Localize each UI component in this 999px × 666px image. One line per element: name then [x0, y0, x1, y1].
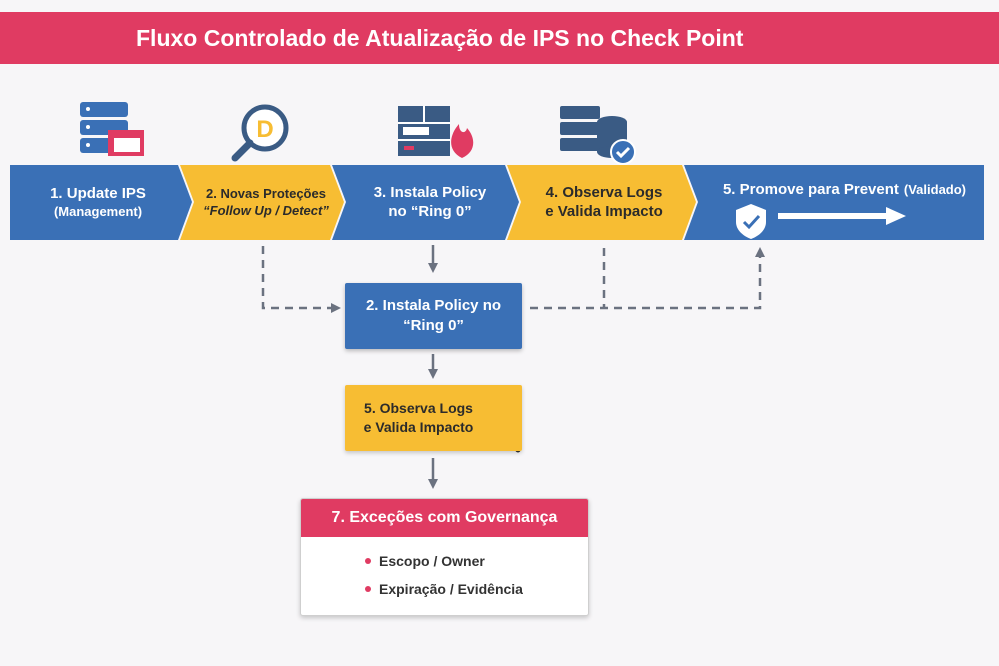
flow-step-1-title: 1. Update IPS [50, 185, 146, 202]
observe-logs-title: 5. Observa Logs [364, 400, 473, 417]
governance-item: Expiração / Evidência [365, 575, 523, 603]
flow-step-2-shape [180, 165, 344, 240]
governance-item-label: Expiração / Evidência [379, 581, 523, 597]
governance-title: 7. Exceções com Governança [301, 499, 588, 537]
title-bar: Fluxo Controlado de Atualização de IPS n… [0, 12, 999, 64]
flow-step-2-title: 2. Novas Proteções [206, 186, 326, 202]
install-policy-subtitle: “Ring 0” [403, 317, 464, 334]
flow-step-5-title: 5. Promove para Prevent [722, 180, 899, 198]
flow-step-5-subtitle: (Validado) [903, 181, 967, 197]
svg-text:D: D [256, 116, 273, 143]
flow-step-1: 1. Update IPS (Management) [18, 165, 178, 240]
governance-item: Escopo / Owner [365, 547, 523, 575]
flow-step-4-shape [507, 165, 696, 240]
flow-step-4-subtitle: e Valida Impacto [545, 202, 663, 220]
bullet-icon [365, 586, 371, 592]
flow-step-1-subtitle: (Management) [53, 203, 143, 219]
flow-step-2: 2. Novas Proteções “Follow Up / Detect” [196, 165, 336, 240]
server-folder-icon [80, 102, 144, 156]
governance-list: Escopo / Owner Expiração / Evidência [365, 547, 523, 603]
flow-step-4: 4. Observa Logs e Valida Impacto [524, 165, 684, 240]
governance-card: 7. Exceções com Governança Escopo / Owne… [300, 498, 589, 616]
flow-step-3-shape [332, 165, 519, 240]
observe-logs-box: 5. Observa Logs e Valida Impacto [345, 385, 522, 451]
magnifier-d-icon: D [231, 104, 289, 162]
bullet-icon [365, 558, 371, 564]
governance-item-label: Escopo / Owner [379, 553, 485, 569]
dashed-connector-right [530, 247, 765, 310]
flow-step-5: 5. Promove para Prevent (Validado) [712, 170, 977, 210]
flow-step-2-subtitle: “Follow Up / Detect” [203, 202, 329, 218]
install-policy-title: 2. Instala Policy no [365, 296, 502, 314]
install-policy-box: 2. Instala Policy no “Ring 0” [345, 283, 522, 349]
flow-step-3-title: 3. Instala Policy [373, 183, 487, 201]
observe-logs-subtitle: e Valida Impacto [363, 419, 474, 435]
flow-step-4-title: 4. Observa Logs [545, 183, 663, 201]
firewall-icon [398, 106, 474, 158]
shield-check-icon [736, 204, 766, 239]
flow-step-1-shape [10, 165, 192, 240]
dashed-connector-left [261, 246, 341, 313]
flow-step-3: 3. Instala Policy no “Ring 0” [350, 165, 510, 240]
promote-arrow-head [886, 207, 906, 225]
server-check-icon [560, 106, 636, 165]
flow-step-3-subtitle: no “Ring 0” [388, 202, 472, 220]
page-title: Fluxo Controlado de Atualização de IPS n… [136, 25, 744, 51]
